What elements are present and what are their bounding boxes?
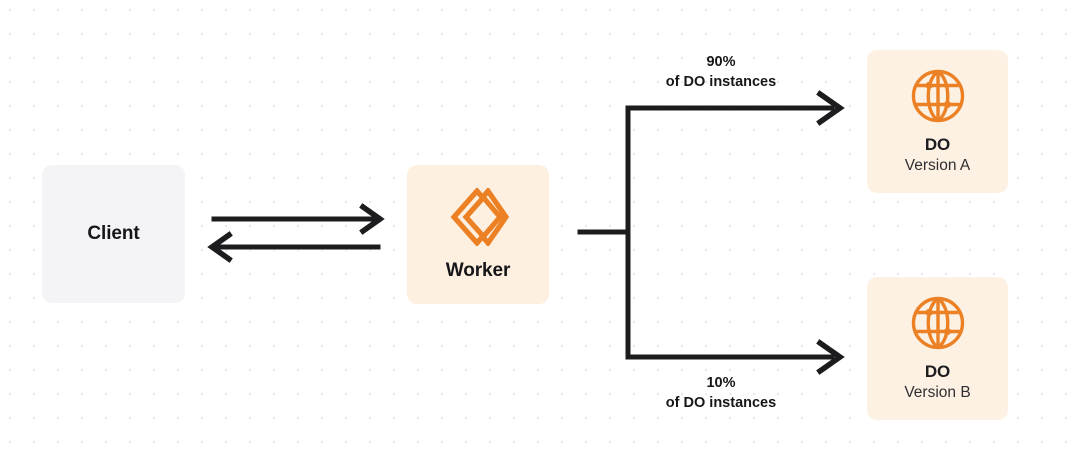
edge-worker-to-do-a xyxy=(625,90,845,126)
node-do-version-b[interactable]: DO Version B xyxy=(867,277,1008,420)
node-do-version-a-label: DO xyxy=(924,134,951,154)
edge-worker-to-client xyxy=(207,231,381,263)
globe-icon xyxy=(909,294,967,352)
node-worker[interactable]: Worker xyxy=(407,165,549,304)
node-client[interactable]: Client xyxy=(42,165,185,303)
node-client-label: Client xyxy=(87,223,140,245)
edge-client-to-worker xyxy=(211,203,385,235)
globe-icon xyxy=(909,67,967,125)
edge-label-do-b: 10% of DO instances xyxy=(602,373,840,413)
node-do-version-a-sublabel: Version A xyxy=(904,157,971,175)
edge-label-do-b-percent: 10% xyxy=(706,375,736,391)
edge-worker-to-do-b xyxy=(625,339,845,375)
node-do-version-b-label: DO xyxy=(924,361,951,381)
cloudflare-workers-icon xyxy=(447,186,510,247)
edge-worker-branch-trunk xyxy=(577,105,631,360)
edge-label-do-b-caption: of DO instances xyxy=(665,395,777,411)
edge-label-do-a-caption: of DO instances xyxy=(665,74,777,90)
edge-label-do-a-percent: 90% xyxy=(706,54,736,70)
edge-label-do-a: 90% of DO instances xyxy=(602,52,840,92)
node-worker-label: Worker xyxy=(445,259,511,281)
node-do-version-b-sublabel: Version B xyxy=(904,384,971,402)
node-do-version-a[interactable]: DO Version A xyxy=(867,50,1008,193)
